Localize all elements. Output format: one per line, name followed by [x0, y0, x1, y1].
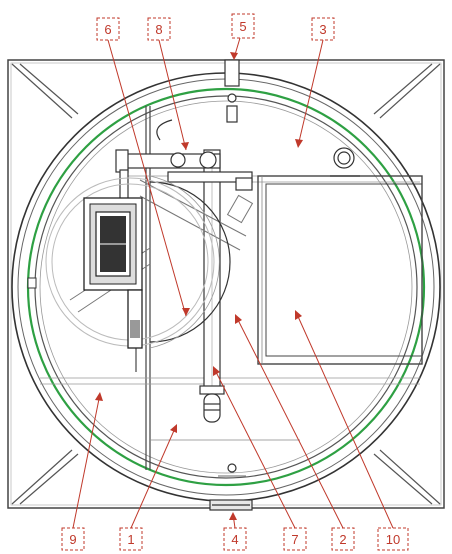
callout-4-label: 4	[231, 532, 238, 547]
callout-3: 3	[295, 17, 335, 148]
callout-5: 5	[230, 13, 255, 60]
top-right-fitting	[330, 147, 360, 177]
valve-assembly	[115, 119, 253, 201]
callout-10: 10	[295, 310, 409, 551]
callout-4: 4	[223, 512, 247, 551]
float-arc	[149, 175, 231, 349]
top-inlet-port	[224, 59, 240, 123]
callouts: 6 8 5 3 9	[61, 13, 409, 551]
callout-3-label: 3	[319, 22, 326, 37]
callout-7-label: 7	[291, 532, 298, 547]
callout-6-label: 6	[104, 22, 111, 37]
corner-braces	[11, 63, 441, 505]
filter-box	[257, 175, 423, 365]
callout-5-label: 5	[239, 19, 246, 34]
callout-8: 8	[147, 17, 189, 151]
callout-2-label: 2	[339, 532, 346, 547]
pump-unit	[83, 197, 143, 372]
left-side-connector	[27, 277, 37, 289]
central-pipe	[199, 149, 225, 423]
square-base-frame	[7, 59, 445, 509]
callout-9-label: 9	[69, 532, 76, 547]
callout-10-label: 10	[386, 532, 400, 547]
callout-1-label: 1	[127, 532, 134, 547]
callout-1: 1	[119, 424, 177, 551]
callout-6: 6	[96, 17, 190, 317]
callout-9: 9	[61, 392, 103, 551]
callout-2: 2	[235, 314, 355, 551]
bottom-outlet-port	[209, 463, 253, 511]
callout-8-label: 8	[155, 22, 162, 37]
callout-7: 7	[213, 366, 307, 551]
